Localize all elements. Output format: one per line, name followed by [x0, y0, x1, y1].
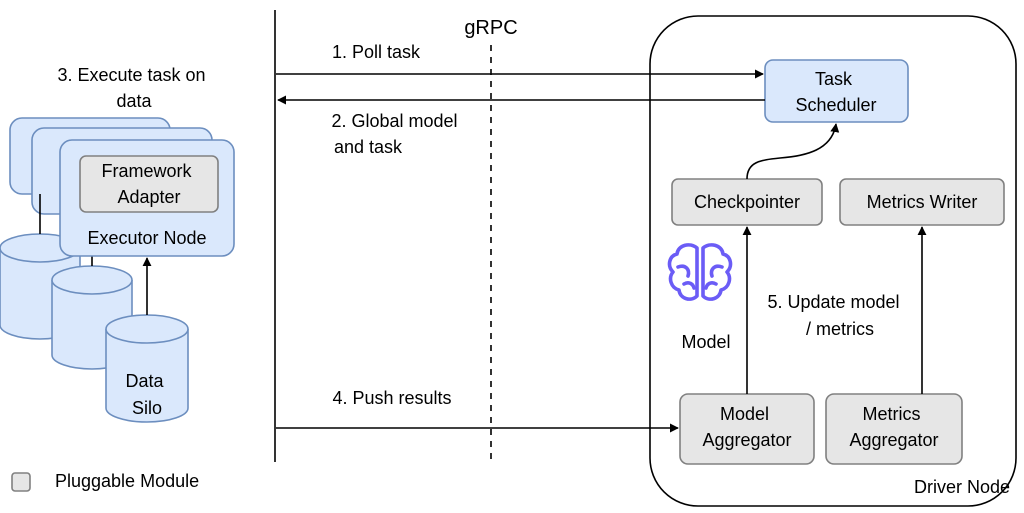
legend-swatch: [11, 472, 31, 492]
metrics-writer-module: [839, 178, 1005, 226]
data-silo-label-line-2: Silo: [132, 398, 162, 418]
model-aggregator-label-line-1: Model: [720, 404, 769, 424]
framework-adapter-label-line-2: Adapter: [117, 187, 180, 207]
task-scheduler-label-line-1: Task: [815, 69, 853, 89]
update-model-label-line-2: / metrics: [806, 319, 874, 339]
global-model-label: 2. Global model and task: [331, 111, 462, 157]
brain-icon: [667, 243, 733, 301]
update-model-label-line-1: 5. Update model: [767, 292, 899, 312]
global-model-label-line-1: 2. Global model: [331, 111, 457, 131]
checkpointer-label: Checkpointer: [694, 192, 800, 212]
task-scheduler-label-line-2: Scheduler: [795, 95, 876, 115]
model-aggregator-label-line-2: Aggregator: [702, 430, 791, 450]
task-scheduler: [764, 59, 909, 123]
legend-label: Pluggable Module: [55, 471, 199, 491]
framework-adapter-label-line-1: Framework: [101, 161, 192, 181]
data-silo-label-line-1: Data: [125, 371, 164, 391]
framework-adapter-label: Framework Adapter: [101, 161, 196, 207]
executor-node-label: Executor Node: [87, 228, 206, 248]
metrics-aggregator-label-line-2: Aggregator: [849, 430, 938, 450]
driver-node-label: Driver Node: [914, 477, 1010, 497]
execute-task-label-line-1: 3. Execute task on: [57, 65, 205, 85]
data-silo-label: Data Silo: [125, 371, 168, 418]
update-model-label: 5. Update model / metrics: [767, 292, 904, 339]
execute-task-label: 3. Execute task on data: [57, 65, 210, 111]
push-results-label: 4. Push results: [332, 388, 451, 408]
metrics-aggregator-label: Metrics Aggregator: [849, 404, 938, 450]
model-aggregator-label: Model Aggregator: [702, 404, 791, 450]
model-label: Model: [681, 332, 730, 352]
task-scheduler-label: Task Scheduler: [795, 69, 876, 115]
metrics-aggregator-label-line-1: Metrics: [862, 404, 920, 424]
driver-node: [649, 15, 1017, 507]
metrics-aggregator-module: [825, 393, 963, 465]
global-model-label-line-2: and task: [334, 137, 403, 157]
data-silo: [105, 314, 189, 423]
framework-adapter-module: [79, 155, 219, 213]
execute-task-label-line-2: data: [116, 91, 152, 111]
checkpointer-to-scheduler-arrow: [746, 123, 840, 180]
metrics-writer-label: Metrics Writer: [867, 192, 978, 212]
grpc-label: gRPC: [464, 17, 517, 39]
poll-task-label: 1. Poll task: [332, 42, 421, 62]
